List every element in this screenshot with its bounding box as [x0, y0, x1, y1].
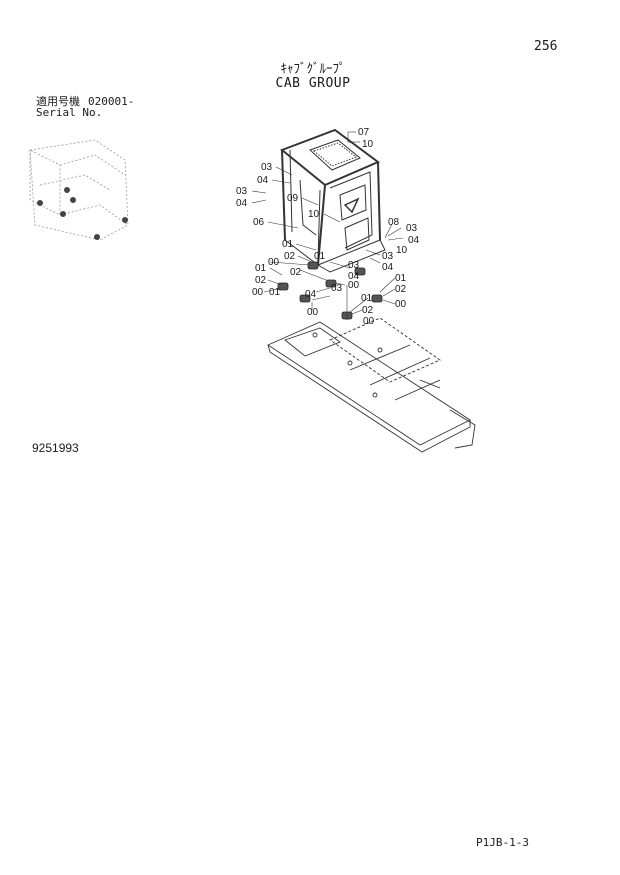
callout-02: 02	[255, 275, 267, 286]
callout-04: 04	[408, 235, 420, 246]
page-number: 256	[534, 39, 558, 54]
serial-label-japanese: 適用号機	[36, 95, 80, 108]
callout-02: 02	[290, 267, 302, 278]
callout-01: 01	[282, 239, 294, 250]
callout-01: 01	[269, 287, 281, 298]
callout-03: 03	[382, 251, 394, 262]
callout-03: 03	[236, 186, 248, 197]
document-code: 9251993	[32, 441, 79, 455]
callout-09: 09	[287, 193, 299, 204]
callout-10: 10	[362, 139, 374, 150]
callout-00: 00	[363, 316, 375, 327]
callout-07: 07	[358, 127, 370, 138]
callout-10: 10	[308, 209, 320, 220]
callout-00: 00	[395, 299, 407, 310]
callout-00: 00	[307, 307, 319, 318]
callout-04: 04	[236, 198, 248, 209]
callout-00: 00	[268, 257, 280, 268]
callout-04: 04	[348, 271, 360, 282]
callout-02: 02	[395, 284, 407, 295]
footer-code: P1JB-1-3	[476, 836, 529, 849]
serial-number-block: 適用号機 020001- Serial No.	[36, 96, 142, 118]
callout-01: 01	[314, 251, 326, 262]
serial-range: 020001-	[88, 95, 135, 108]
callout-06: 06	[253, 217, 265, 228]
page-title: CAB GROUP	[275, 76, 351, 91]
callout-08: 08	[388, 217, 400, 228]
callout-01: 01	[255, 263, 267, 274]
page-title-japanese: ｷｬﾌﾞｸﾞﾙｰﾌﾟ	[280, 61, 346, 76]
callout-03: 03	[331, 283, 343, 294]
callout-04: 04	[257, 175, 269, 186]
callout-04: 04	[305, 289, 317, 300]
callout-03: 03	[348, 260, 360, 271]
callout-01: 01	[395, 273, 407, 284]
callout-00: 00	[252, 287, 264, 298]
callout-00: 00	[348, 280, 360, 291]
callout-02: 02	[284, 251, 296, 262]
callout-02: 02	[362, 305, 374, 316]
callout-04: 04	[382, 262, 394, 273]
leader-lines	[251, 131, 404, 320]
callout-03: 03	[406, 223, 418, 234]
callout-01: 01	[361, 293, 373, 304]
callout-10: 10	[396, 245, 408, 256]
serial-label: Serial No.	[36, 106, 103, 119]
frame-base-illustration	[267, 317, 476, 453]
machine-thumbnail-illustration	[29, 139, 129, 241]
callout-03: 03	[261, 162, 273, 173]
callout-labels: 07 10 03 04 03 04 09 10 06 08 03 04 10 0…	[236, 127, 420, 327]
